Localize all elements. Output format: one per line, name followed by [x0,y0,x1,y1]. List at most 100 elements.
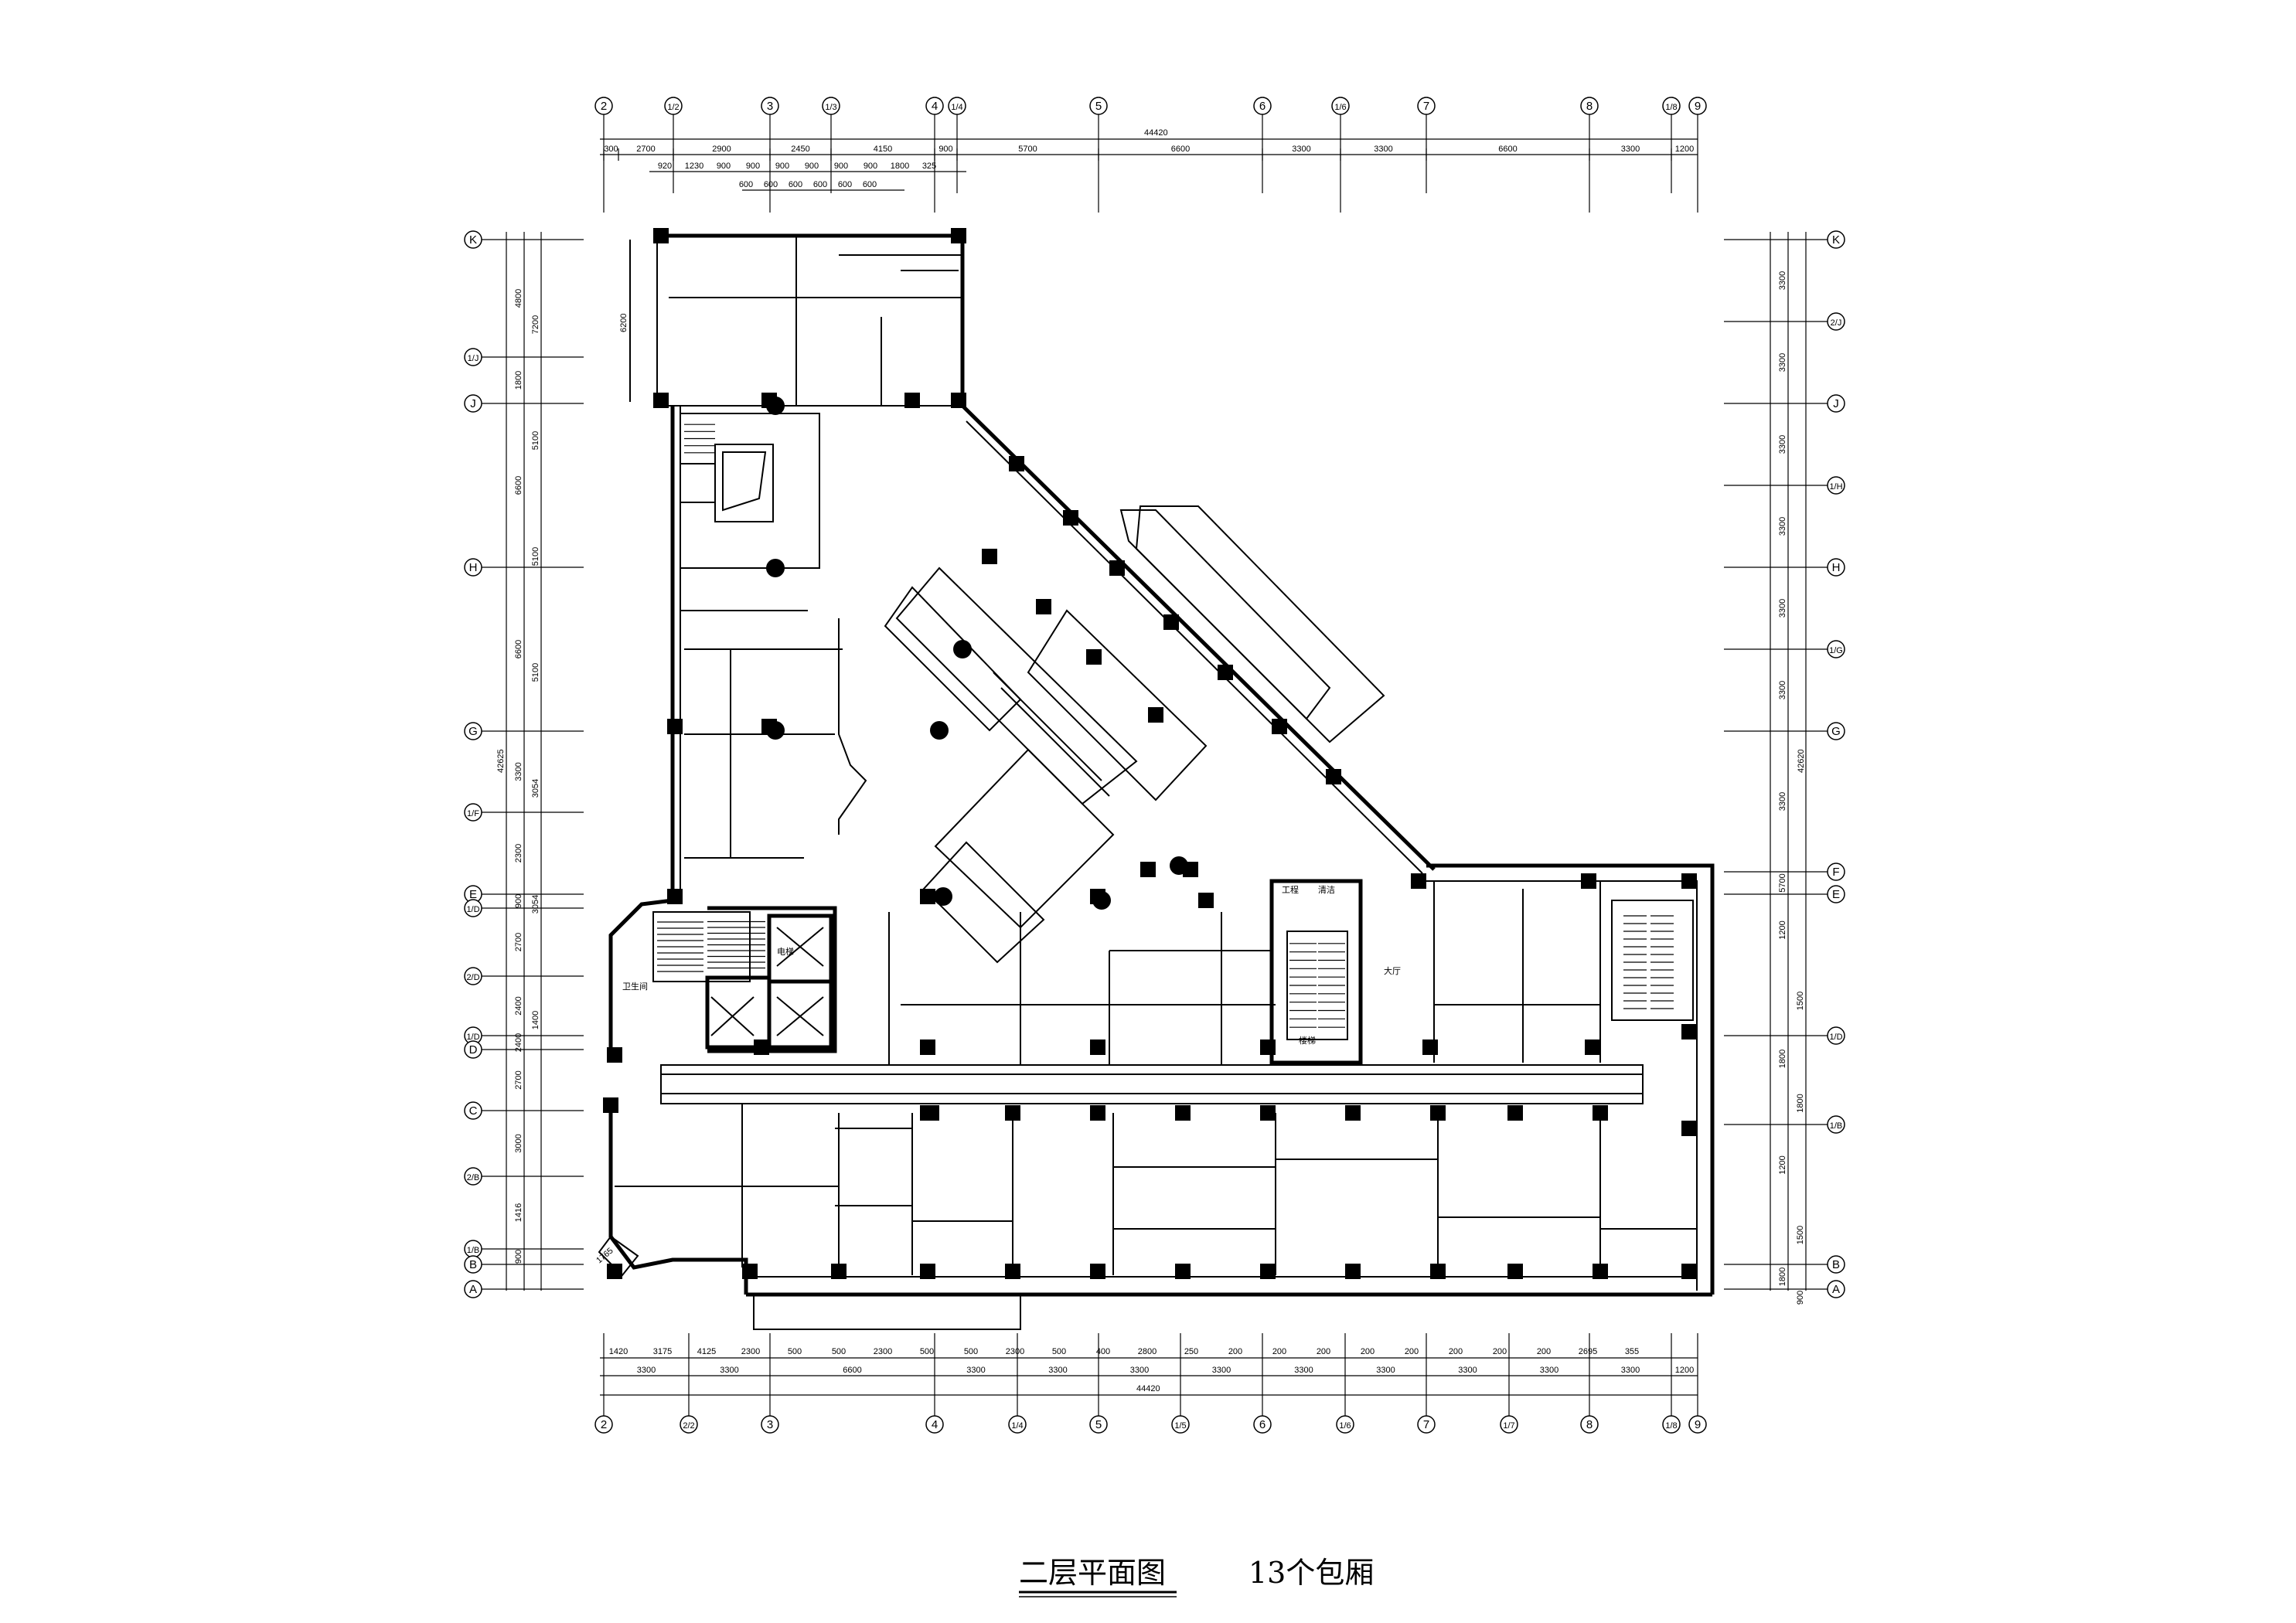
grid-right-9-label: E [1832,888,1840,901]
top-dim2-1: 920 [658,162,672,171]
interior-partitions [598,236,1697,1277]
label-toilet: 卫生间 [622,981,648,992]
right-dim-2: 3300 [1778,353,1787,372]
bottom-dim2-11: 3300 [1540,1366,1558,1375]
grid-bottom-6: 5 [1089,1415,1108,1434]
bottom-dim-6: 500 [832,1347,846,1356]
grid-left-16: A [464,1280,482,1298]
left-dim-13: 1416 [514,1203,523,1222]
bottom-dim2-1: 3300 [637,1366,656,1375]
left-extra-dim-7: 3054 [531,895,540,914]
grid-right-3: J [1827,394,1845,413]
column-29 [754,1039,769,1055]
bottom-dim2-9: 3300 [1376,1366,1395,1375]
grid-bottom-14-label: 9 [1695,1418,1701,1431]
grid-right-5-label: H [1832,561,1841,574]
grid-bottom-10: 7 [1417,1415,1436,1434]
bottom-dim-21: 200 [1493,1347,1507,1356]
grid-left-7-label: E [469,888,477,901]
column-44 [1260,1264,1276,1279]
top-dim-2: 2700 [636,145,655,154]
title-main: 二层平面图 [1019,1556,1166,1590]
column-2 [951,228,966,243]
column-46 [1430,1264,1446,1279]
left-dim-6: 2300 [514,844,523,863]
grid-bottom-2: 2/2 [680,1415,698,1434]
grid-right-12-label: B [1832,1258,1840,1271]
drawing-title: 二层平面图 13个包厢 [1019,1556,1374,1597]
grid-left-8: 1/D [464,899,482,917]
grid-left-8-label: 1/D [466,905,479,914]
grid-left-12: C [464,1101,482,1120]
column-34 [1585,1039,1600,1055]
column-35 [1681,1024,1697,1039]
bottom-dim-2: 3175 [653,1347,672,1356]
top-dim-9: 3300 [1292,145,1310,154]
grid-right-7-label: G [1831,725,1841,738]
column-23 [1140,862,1156,877]
bottom-total-dim: 44420 [1136,1384,1160,1393]
grid-top-3-label: 3 [767,100,773,113]
grid-top-11: 8 [1580,97,1599,115]
column-21 [920,889,935,904]
label-closet: 清洁 [1318,885,1335,895]
top-dim2-9: 1800 [891,162,909,171]
grid-top-4-label: 1/3 [825,103,836,112]
right-dim-3: 3300 [1778,435,1787,454]
right-dim-6: 3300 [1778,681,1787,699]
top-dim-11: 6600 [1498,145,1517,154]
stair-treads-center [1289,943,1345,1028]
grid-bottom-1-label: 2 [601,1418,607,1431]
round-column-8 [1170,856,1188,875]
round-column-7 [1092,891,1111,910]
bottom-dim-8: 500 [920,1347,934,1356]
room-labels: 电梯 楼梯 工程 清洁 大厅 卫生间 1765 [594,885,1401,1265]
top-dim3-6: 600 [863,180,877,189]
column-27 [1581,873,1596,889]
bottom-dim-23: 2695 [1579,1347,1597,1356]
bottom-dim-22: 200 [1537,1347,1551,1356]
grid-top-9: 1/6 [1331,97,1350,115]
top-dim3-2: 600 [764,180,778,189]
column-25 [1198,893,1214,908]
column-17 [1148,707,1163,723]
grid-left-10-label: 1/D [466,1033,479,1042]
round-column-1 [766,396,785,415]
grid-top-2: 1/2 [664,97,683,115]
grid-left-15: B [464,1255,482,1274]
grid-bottom-2-label: 2/2 [683,1421,694,1431]
bottom-dim2-10: 3300 [1458,1366,1477,1375]
column-20 [667,889,683,904]
grid-top-12-label: 1/8 [1665,103,1677,112]
column-49 [1681,1264,1697,1279]
round-column-3 [766,721,785,740]
grid-bottom-1: 2 [594,1415,613,1434]
grid-left-13: 2/B [464,1167,482,1186]
column-60 [1345,1105,1361,1121]
column-52 [1260,1105,1276,1121]
top-dim3-1: 600 [739,180,753,189]
column-54 [1593,1105,1608,1121]
grid-bottom-11-label: 1/7 [1503,1421,1514,1431]
grid-bottom-3: 3 [761,1415,779,1434]
top-dim2-2: 1230 [685,162,703,171]
column-28 [1681,873,1697,889]
column-9 [1109,560,1125,576]
grid-left-4-label: H [469,561,478,574]
bottom-dim-3: 4125 [697,1347,716,1356]
stair-treads-left [657,424,765,972]
grid-right-11: 1/B [1827,1115,1845,1134]
right-dim-1: 3300 [1778,271,1787,290]
column-38 [742,1264,758,1279]
left-extra-dim-2: 7200 [531,315,540,334]
grid-right-4: 1/H [1827,476,1845,495]
top-dim-3: 2900 [712,145,731,154]
bottom-dim-14: 250 [1184,1347,1198,1356]
column-32 [1260,1039,1276,1055]
column-12 [1272,719,1287,734]
label-kitchen: 工程 [1282,885,1299,895]
column-10 [1163,614,1179,630]
